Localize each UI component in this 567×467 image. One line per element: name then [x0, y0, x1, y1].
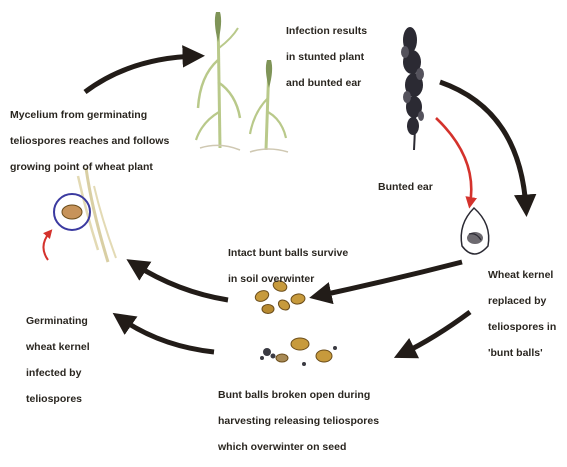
label-wheat-kernel-line-3: teliospores in	[488, 321, 556, 334]
label-germinating-line-3: infected by	[26, 367, 90, 380]
label-mycelium: Mycelium from germinating teliospores re…	[10, 96, 169, 187]
label-germinating: Germinating wheat kernel infected by tel…	[26, 302, 90, 419]
label-mycelium-line-2: teliospores reaches and follows	[10, 135, 169, 148]
label-germinating-line-1: Germinating	[26, 315, 90, 328]
label-broken-line-3: which overwinter on seed	[218, 441, 379, 454]
label-broken-line-2: harvesting releasing teliospores	[218, 415, 379, 428]
label-bunted-ear: Bunted ear	[378, 168, 433, 207]
label-intact: Intact bunt balls survive in soil overwi…	[228, 234, 348, 299]
label-mycelium-line-1: Mycelium from germinating	[10, 109, 169, 122]
label-infection-line-1: Infection results	[286, 25, 367, 38]
arrow-intact-to-seed	[134, 264, 228, 300]
bunted-ear-illustration	[401, 27, 424, 150]
label-germinating-line-2: wheat kernel	[26, 341, 90, 354]
label-broken-line-1: Bunt balls broken open during	[218, 389, 379, 402]
label-germinating-line-4: teliospores	[26, 393, 90, 406]
bunt-life-cycle-diagram: Infection results in stunted plant and b…	[0, 0, 567, 427]
arrow-broken-to-germinating	[120, 318, 214, 352]
arrow-kernel-to-broken	[402, 312, 470, 354]
label-wheat-kernel: Wheat kernel replaced by teliospores in …	[488, 256, 556, 373]
label-infection-line-2: in stunted plant	[286, 51, 367, 64]
label-wheat-kernel-line-4: 'bunt balls'	[488, 347, 556, 360]
label-intact-line-1: Intact bunt balls survive	[228, 247, 348, 260]
arrow-mycelium-to-plant	[85, 56, 196, 92]
label-mycelium-line-3: growing point of wheat plant	[10, 161, 169, 174]
arrow-ear-to-kernel	[440, 82, 526, 208]
label-infection: Infection results in stunted plant and b…	[286, 12, 367, 103]
label-wheat-kernel-line-1: Wheat kernel	[488, 269, 556, 282]
label-bunted-ear-line-1: Bunted ear	[378, 181, 433, 194]
broken-bunt-balls	[260, 338, 337, 366]
label-intact-line-2: in soil overwinter	[228, 273, 348, 286]
stunted-wheat-plants	[196, 12, 288, 152]
label-wheat-kernel-line-2: replaced by	[488, 295, 556, 308]
label-broken: Bunt balls broken open during harvesting…	[218, 376, 379, 467]
red-arrow-ear-to-kernel	[436, 118, 471, 204]
bunt-ball-kernel	[461, 208, 489, 254]
label-infection-line-3: and bunted ear	[286, 77, 367, 90]
